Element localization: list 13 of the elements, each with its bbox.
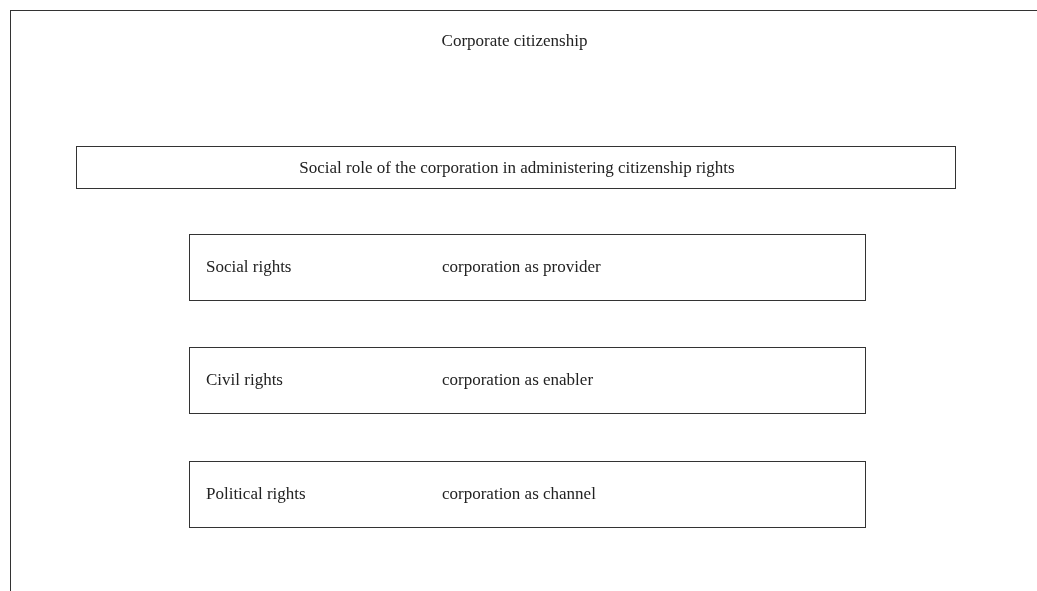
box-label: Social rights (206, 257, 292, 277)
role-text: corporation as provider (442, 257, 601, 277)
box-label: Civil rights (206, 370, 283, 390)
rights-box (189, 461, 866, 528)
box-label: Social role of the corporation in administering citizenship rights (299, 158, 735, 178)
role-text: corporation as channel (442, 484, 596, 504)
rights-box (189, 234, 866, 301)
box-label: Political rights (206, 484, 306, 504)
heading-box (76, 146, 956, 189)
group-label: Corporate citizenship (441, 31, 588, 51)
role-text: corporation as enabler (442, 370, 594, 390)
outer-frame (10, 10, 1037, 591)
rights-box (189, 347, 866, 414)
